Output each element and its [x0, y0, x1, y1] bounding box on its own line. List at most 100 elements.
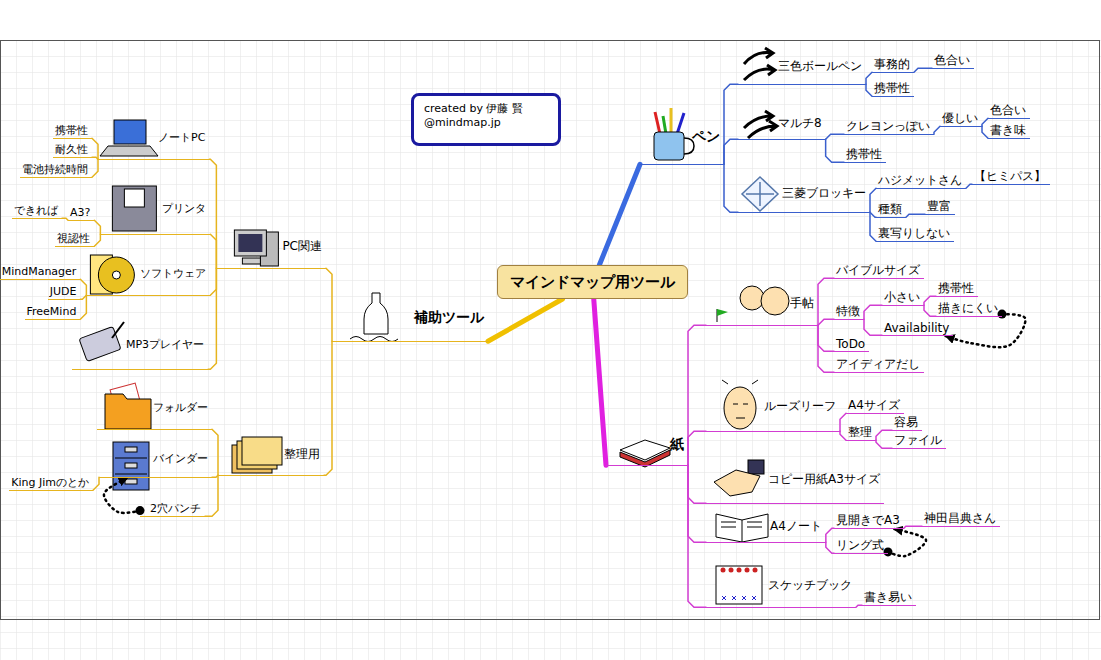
branch-line	[688, 465, 706, 607]
topic-text: バイブルサイズ	[836, 262, 920, 279]
folder-icon-part	[105, 394, 151, 429]
topic-branch: マルチ8	[738, 108, 826, 140]
branch-line	[599, 164, 640, 265]
cd-icon-part	[112, 271, 120, 279]
face-icon-part	[722, 380, 758, 418]
folder-icon	[105, 383, 151, 429]
topic-text: King Jimのとか	[11, 475, 89, 490]
people-icon	[717, 286, 789, 322]
topic-text: リング式	[836, 537, 884, 554]
topic-branch: 容易	[892, 414, 922, 431]
topic-branch: 特徴	[834, 303, 864, 320]
topic-text: 種類	[878, 201, 902, 218]
face-icon	[722, 380, 758, 429]
branch-line	[488, 299, 563, 341]
topic-branch: 整理	[846, 424, 876, 441]
handshake-icon	[714, 460, 764, 496]
topic-text: A4ノート	[770, 518, 822, 535]
topic-text: 視認性	[57, 231, 90, 246]
notebook-icon-part	[716, 514, 768, 542]
sketchbook-icon	[716, 566, 762, 604]
topic-text: created by 伊藤 賢@mindmap.jp	[424, 102, 523, 129]
notebook-icon	[716, 514, 768, 542]
drawer-icon-part	[125, 447, 137, 452]
topic-branch: バインダー	[99, 440, 212, 478]
topic-text: 容易	[894, 414, 918, 431]
topic-text: A4サイズ	[848, 397, 900, 414]
topic-branch: ToDo	[834, 336, 869, 352]
topic-branch: 視認性	[55, 230, 94, 247]
pen-cup-icon-part	[663, 116, 666, 134]
topic-text: ファイル	[894, 432, 942, 449]
pen-cup-icon-part	[655, 112, 660, 134]
topic-branch: 手帖	[706, 282, 818, 326]
branch-line	[724, 139, 738, 164]
pen-arrows-icon	[744, 48, 775, 80]
pen-arrows-icon-part	[748, 121, 777, 138]
relation-arrow	[888, 529, 926, 556]
topic-text: JUDE	[50, 285, 77, 298]
relation-arrow	[104, 478, 140, 513]
topic-branch: 裏写りしない	[876, 225, 954, 242]
frame	[1, 41, 1100, 620]
topic-branch: コピー用紙A3サイズ	[706, 455, 884, 504]
laptop-icon	[100, 120, 158, 156]
topic-text: ソフトウェア	[140, 266, 206, 281]
pen-arrows-icon-part	[744, 48, 773, 64]
people-icon-part	[761, 287, 789, 315]
topic-text: 描きにくい	[938, 300, 998, 317]
branch-line	[594, 299, 606, 465]
topic-text: 見開きでA3	[836, 512, 900, 529]
topic-branch: 色合い	[932, 52, 974, 69]
topic-branch: 種類	[876, 201, 906, 218]
topic-text: マインドマップ用ツール	[510, 273, 675, 292]
topic-branch: A4ノート	[706, 510, 826, 543]
topic-branch: フォルダー	[97, 385, 212, 430]
topic-branch: A3?	[68, 205, 94, 221]
topic-branch: 携帯性	[53, 123, 92, 139]
credit-box: created by 伊藤 賢@mindmap.jp	[411, 93, 561, 146]
sketchbook-icon-part	[716, 566, 762, 604]
central-topic: マインドマップ用ツール	[497, 265, 688, 299]
diamond-icon-part	[742, 177, 778, 211]
topic-branch: ファイル	[892, 432, 946, 449]
branch-line	[924, 305, 936, 316]
notebook-icon-part	[721, 520, 762, 542]
topic-branch: 三菱ブロッキー	[738, 175, 870, 213]
branch-line	[864, 319, 882, 335]
bottle-icon	[350, 293, 398, 342]
pen-cup-icon-part	[677, 113, 684, 134]
face-icon-part	[724, 387, 756, 429]
topic-text: ルーズリーフ	[764, 398, 836, 415]
pda-icon-part	[79, 327, 121, 362]
topic-text: コピー用紙A3サイズ	[768, 471, 880, 488]
topic-text: 事務的	[874, 56, 910, 73]
topic-text: 手帖	[790, 295, 814, 312]
desktop-pc-icon	[234, 230, 278, 266]
topic-text: プリンタ	[162, 201, 206, 216]
topic-branch: King Jimのとか	[9, 474, 93, 491]
branch-line	[876, 430, 892, 440]
branch-line	[876, 440, 892, 448]
topic-branch: ノートPC	[98, 115, 209, 160]
topic-branch: 電池持続時間	[20, 161, 92, 178]
desktop-pc-icon-part	[242, 258, 260, 264]
topic-text: 色合い	[990, 102, 1026, 119]
topic-branch: 携帯性	[872, 80, 914, 97]
printer-icon-part	[124, 189, 144, 207]
branch-line	[914, 68, 932, 72]
topic-branch: 豊富	[925, 198, 955, 215]
desktop-pc-icon-part	[238, 234, 262, 252]
topic-text: できれば	[14, 203, 58, 218]
sketchbook-icon-part	[753, 568, 758, 573]
branch-line	[209, 159, 216, 268]
branch-line	[826, 139, 844, 162]
branch-line	[688, 325, 706, 465]
pda-icon	[79, 322, 124, 361]
branch-line	[934, 126, 940, 134]
topic-branch: 三色ボールペン	[738, 48, 866, 85]
branch-line	[906, 214, 925, 217]
branch-line	[210, 268, 216, 295]
branch-line	[208, 268, 216, 369]
